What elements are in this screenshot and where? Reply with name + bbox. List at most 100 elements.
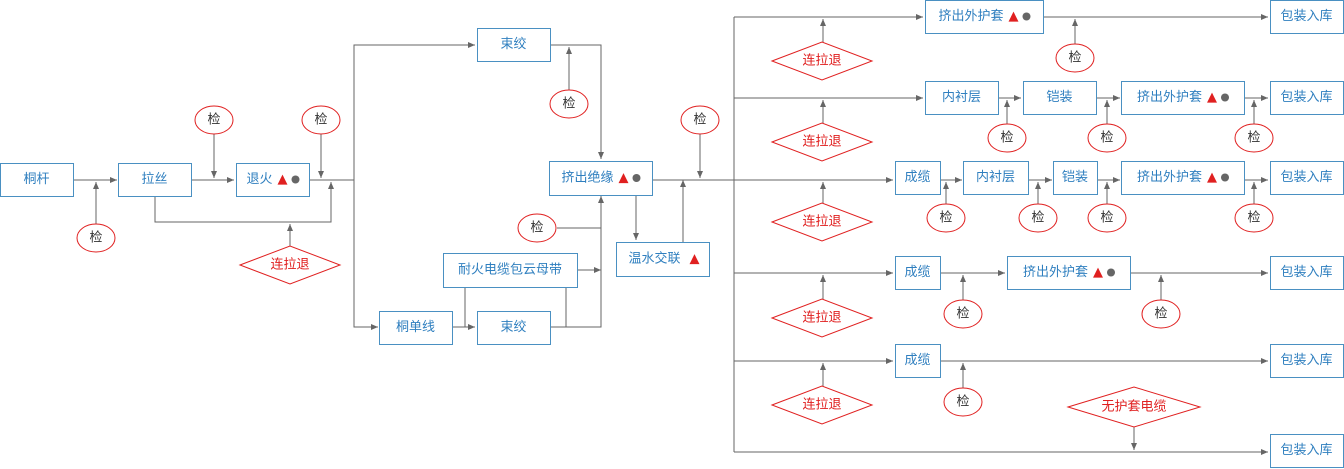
armor-2-box: 铠装 xyxy=(1023,81,1097,115)
inspection-label: 检 xyxy=(1000,131,1013,146)
drawing-bypass-line xyxy=(154,182,334,223)
storage-1-box-frame xyxy=(1270,0,1344,34)
crosslink-box: 温水交联▲ xyxy=(616,242,710,277)
extrude-insulation-box: 挤出绝缘▲ xyxy=(549,161,653,196)
inspection-ellipse xyxy=(926,203,966,233)
copper-single-box-label: 桐单线 xyxy=(396,320,435,335)
armor-2-box-frame xyxy=(1023,81,1097,115)
inspection-label: 检 xyxy=(693,113,706,128)
cabling-3-box-label: 成缆 xyxy=(904,169,930,185)
storage-5-box-label: 包装入库 xyxy=(1280,352,1332,368)
inspection-ellipse xyxy=(1018,203,1058,233)
outer-sheath-3-box-label: 挤出外护套 xyxy=(1137,169,1202,185)
inner-liner-3-box-frame xyxy=(963,161,1029,195)
dot-marker xyxy=(1022,12,1031,21)
continuous-annealing-diamond: 连拉退 xyxy=(238,245,342,285)
diamond-label: 无护套电缆 xyxy=(1101,399,1166,415)
cabling-3-box: 成缆 xyxy=(895,161,941,195)
storage-3-box-label: 包装入库 xyxy=(1280,169,1332,185)
inspect-cabling-3: 检 xyxy=(926,203,966,233)
triangle-marker: ▲ xyxy=(1093,265,1103,280)
continuous-diamond-5: 连拉退 xyxy=(770,385,874,425)
inspect-liner-3: 检 xyxy=(1018,203,1058,233)
outer-sheath-4-box: 挤出外护套 ▲ xyxy=(1007,256,1131,290)
inspection-ellipse xyxy=(943,387,983,417)
triangle-marker: ▲ xyxy=(1009,9,1019,24)
cabling-5-box-label: 成缆 xyxy=(904,352,930,368)
inspect-cabling-4: 检 xyxy=(943,299,983,329)
cabling-4-box: 成缆 xyxy=(895,256,941,290)
inspection-label: 检 xyxy=(956,395,969,410)
top-bunch-to-insulation xyxy=(550,44,604,159)
cabling-3-box-frame xyxy=(895,161,941,195)
dot-marker xyxy=(1221,93,1229,102)
no-sheath-diamond: 无护套电缆 xyxy=(1066,386,1202,428)
storage-4-box: 包装入库 xyxy=(1270,256,1344,290)
bunch-bottom-box-label: 束绞 xyxy=(500,319,526,335)
inspect-sheath-4: 检 xyxy=(1141,299,1181,329)
armor-3-box-frame xyxy=(1053,161,1098,195)
cabling-4-box-frame xyxy=(895,256,941,290)
drawing-box-label: 拉丝 xyxy=(141,172,167,187)
outer-sheath-4-box-label: 挤出外护套 xyxy=(1023,264,1088,280)
copper-rod-box: 桐杆 xyxy=(0,163,74,197)
continuous-diamond-4: 连拉退 xyxy=(770,298,874,338)
copper-single-box: 桐单线 xyxy=(379,311,453,345)
inspection-ellipse xyxy=(1055,43,1095,73)
storage-2-box-label: 包装入库 xyxy=(1280,89,1332,105)
annealing-box-label: 退火 xyxy=(246,172,272,187)
storage-3-box-frame xyxy=(1270,161,1344,195)
diamond-shape xyxy=(238,245,342,285)
storage-6-box-frame xyxy=(1270,434,1344,468)
storage-4-box-frame xyxy=(1270,256,1344,290)
bunch-top-box-frame xyxy=(477,28,551,62)
storage-6-box: 包装入库 xyxy=(1270,434,1344,468)
inspection-ellipse xyxy=(1234,123,1274,153)
extrude-insulation-box-label: 挤出绝缘 xyxy=(561,170,613,186)
inspection-ellipse xyxy=(76,223,116,253)
inspection-label: 检 xyxy=(1154,307,1167,322)
bunch-bottom-box-frame xyxy=(477,311,551,345)
inner-liner-3-box-label: 内衬层 xyxy=(976,169,1015,185)
inspection-ellipse xyxy=(680,105,720,135)
inspection-ellipse xyxy=(549,89,589,119)
triangle-marker: ▲ xyxy=(1207,90,1217,105)
inspection-label: 检 xyxy=(89,231,102,246)
continuous-diamond-2: 连拉退 xyxy=(770,122,874,162)
diamond-label: 连拉退 xyxy=(802,134,841,150)
storage-4-box-label: 包装入库 xyxy=(1280,264,1332,280)
outer-sheath-2-box-label: 挤出外护套 xyxy=(1137,89,1202,105)
inspection-label: 检 xyxy=(1100,211,1113,226)
inspect-sheath-1: 检 xyxy=(1055,43,1095,73)
inspection-ellipse xyxy=(194,105,234,135)
armor-3-box-label: 铠装 xyxy=(1062,169,1088,185)
diamond-label: 连拉退 xyxy=(802,310,841,326)
inspection-label: 检 xyxy=(530,221,543,236)
inspection-ellipse xyxy=(943,299,983,329)
annealing-box: 退火▲ xyxy=(236,163,310,197)
diamond-shape xyxy=(1066,386,1202,428)
cabling-4-box-label: 成缆 xyxy=(904,264,930,280)
inspect-cabling-5: 检 xyxy=(943,387,983,417)
inspection-label: 检 xyxy=(562,97,575,112)
inspect-liner-2: 检 xyxy=(987,123,1027,153)
inspect-armor-2: 检 xyxy=(1087,123,1127,153)
storage-3-box: 包装入库 xyxy=(1270,161,1344,195)
inspect-drawing: 检 xyxy=(194,105,234,135)
diamond-label: 连拉退 xyxy=(270,257,309,273)
diamond-shape xyxy=(770,202,874,242)
inspection-ellipse xyxy=(987,123,1027,153)
inspection-label: 检 xyxy=(956,307,969,322)
continuous-diamond-3: 连拉退 xyxy=(770,202,874,242)
continuous-diamond-1: 连拉退 xyxy=(770,41,874,81)
inspection-label: 检 xyxy=(1031,211,1044,226)
bunch-top-box-label: 束绞 xyxy=(500,36,526,52)
inspect-top-bunch: 检 xyxy=(549,89,589,119)
inspection-label: 检 xyxy=(1247,131,1260,146)
diamond-shape xyxy=(770,385,874,425)
inspect-main: 检 xyxy=(680,105,720,135)
outer-sheath-1-box: 挤出外护套▲ xyxy=(925,0,1044,34)
storage-6-box-label: 包装入库 xyxy=(1280,442,1332,458)
inner-liner-2-box-label: 内衬层 xyxy=(942,89,981,105)
